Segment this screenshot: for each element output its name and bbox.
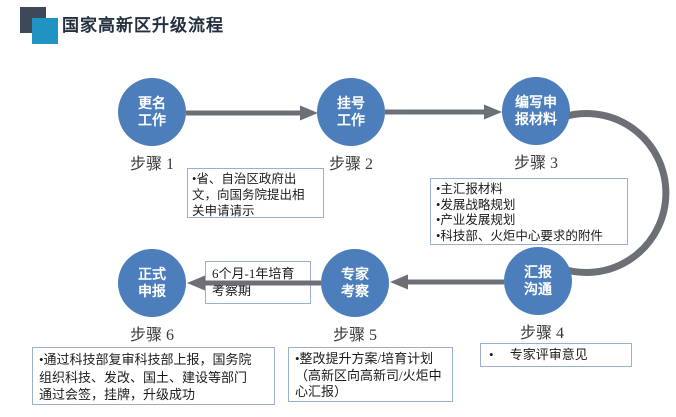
step-circle-5-text: 专家 考察: [341, 266, 369, 299]
curve-step3-step4: [558, 110, 670, 276]
step-circle-6: 正式 申报: [118, 249, 186, 317]
step-circle-4: 汇报 沟通: [504, 247, 572, 315]
step-label-3: 步骤 3: [513, 155, 558, 172]
step-circle-5: 专家 考察: [321, 249, 389, 317]
step-label-5: 步骤 5: [332, 327, 377, 344]
step-circle-1: 更名 工作: [118, 78, 186, 146]
logo-blue-square-icon: [32, 18, 58, 44]
step-label-4: 步骤 4: [519, 325, 564, 342]
note-step6: •通过科技部复审科技部上报，国务院 组织科技、发改、国土、建设等部门 通过会签，…: [32, 347, 275, 405]
note-step5: •整改提升方案/培育计划 （高新区向高新司/火炬中 心汇报）: [288, 347, 453, 402]
note-step4: • 专家评审意见: [480, 343, 632, 367]
arrowhead-step3: [484, 104, 502, 120]
page-title: 国家高新区升级流程: [62, 16, 224, 35]
step-circle-3: 编写申 报材料: [502, 77, 570, 145]
step-circle-1-text: 更名 工作: [138, 95, 166, 128]
arrowhead-step2: [300, 105, 318, 121]
step-circle-6-text: 正式 申报: [138, 266, 166, 299]
step-circle-3-text: 编写申 报材料: [515, 94, 557, 127]
arrowhead-step5: [390, 274, 408, 290]
note-step3: •主汇报材料 •发展战略规划 •产业发展规划 •科技部、火炬中心要求的附件: [430, 178, 628, 245]
step-circle-4-text: 汇报 沟通: [524, 264, 552, 297]
note-step1-2: •省、自治区政府出 文，向国务院提出相 关申请请示: [187, 168, 324, 218]
step-circle-2: 挂号 工作: [317, 78, 385, 146]
arrowhead-step6: [187, 275, 205, 291]
step-label-6: 步骤 6: [129, 327, 174, 344]
step-label-1: 步骤 1: [129, 156, 174, 173]
step-label-2: 步骤 2: [328, 156, 373, 173]
step-circle-2-text: 挂号 工作: [337, 95, 365, 128]
